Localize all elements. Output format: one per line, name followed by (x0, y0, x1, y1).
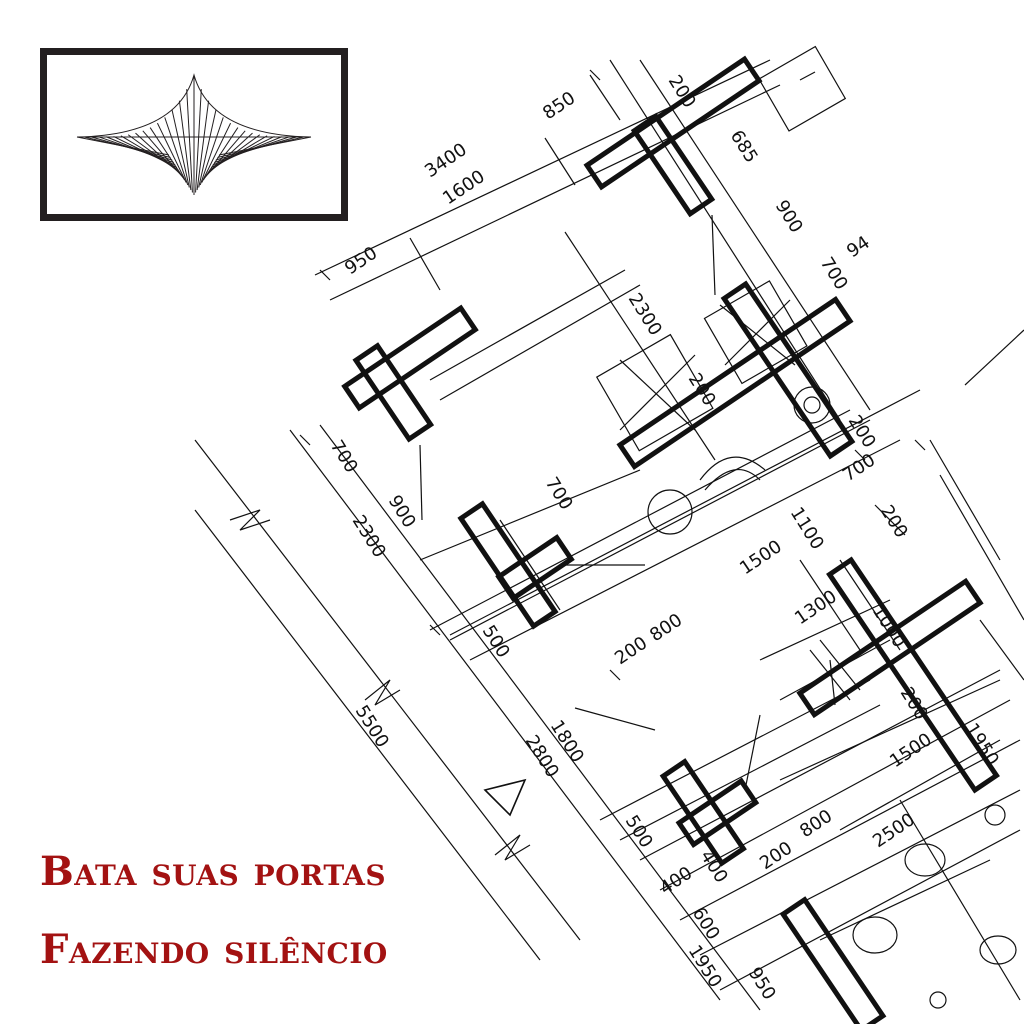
string-line (198, 109, 217, 188)
string-line (206, 132, 253, 176)
dimension-label: 200 (876, 502, 912, 542)
dimension-label: 800 (796, 806, 836, 843)
dimension-label: 800 (646, 610, 686, 647)
dimension-label: 685 (726, 127, 762, 167)
dimension-label: 1100 (786, 504, 828, 554)
dimension-label: 700 (839, 450, 879, 487)
string-line (164, 117, 189, 186)
dimension-label: 700 (326, 437, 362, 477)
string-line (199, 117, 224, 186)
dimension-label: 1950 (961, 720, 1003, 770)
string-line (195, 89, 202, 193)
dimension-label: 600 (688, 904, 724, 944)
dimension-label: 950 (341, 243, 381, 280)
dimension-label: 200 (664, 72, 700, 112)
dimension-label: 1500 (736, 536, 786, 579)
caption-line-1: Bata suas portas (40, 848, 387, 895)
string-line (156, 122, 187, 183)
dimension-label: 900 (771, 197, 807, 237)
dimension-label: 94 (843, 232, 874, 262)
dimension-label: 2300 (348, 512, 390, 562)
string-line (196, 100, 210, 191)
string-line (202, 127, 239, 181)
string-line (171, 109, 190, 188)
string-line (186, 89, 193, 193)
string-line (178, 100, 192, 191)
string-line (149, 127, 186, 181)
string-line (204, 130, 246, 178)
dimension-label: 400 (696, 847, 732, 887)
string-art-curve-icon (76, 73, 312, 195)
dimension-label: 5500 (351, 702, 393, 752)
caption-line-2: Fazendo silêncio (40, 926, 388, 973)
dimension-label: 400 (656, 863, 696, 900)
dimension-label: 200 (611, 633, 651, 670)
string-line (142, 130, 184, 178)
dimension-label: 1300 (791, 586, 841, 629)
dimension-label: 200 (684, 370, 720, 410)
dimension-label: 900 (384, 492, 420, 532)
string-line (135, 132, 182, 176)
dimension-label: 1500 (886, 729, 936, 772)
dimension-label: 700 (816, 254, 852, 294)
string-line (201, 122, 232, 183)
dimension-label: 2300 (624, 290, 666, 340)
dimension-label: 950 (744, 964, 780, 1004)
string-envelope (76, 73, 312, 138)
dimension-labels: 3400 1600 850 200 685 950 900 94 700 230… (326, 72, 1003, 1004)
dimension-label: 850 (539, 88, 579, 125)
logo (40, 48, 348, 221)
dimension-label: 1950 (684, 942, 726, 992)
